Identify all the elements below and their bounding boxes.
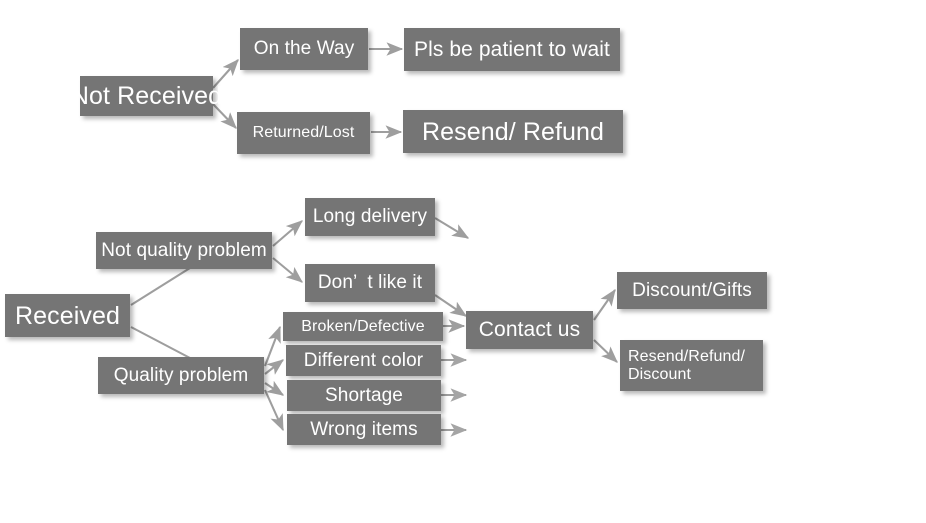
edge-longdelivery-out: [434, 217, 470, 239]
node-wrong-items[interactable]: Wrong items: [287, 414, 441, 445]
node-on-the-way[interactable]: On the Way: [240, 28, 368, 70]
node-dont-like-it[interactable]: Don’ t like it: [305, 264, 435, 302]
edge-contactus-resendrefunddiscount: [593, 339, 618, 363]
edge-received-quality: [130, 326, 191, 359]
edge-quality-wrongitems: [264, 389, 284, 432]
node-broken-defective[interactable]: Broken/Defective: [283, 312, 443, 341]
edge-notquality-longdelivery: [272, 220, 303, 247]
node-resend-refund-discount[interactable]: Resend/Refund/ Discount: [620, 340, 763, 391]
edge-quality-broken: [264, 325, 281, 367]
node-returned-lost[interactable]: Returned/Lost: [237, 112, 370, 154]
node-different-color[interactable]: Different color: [286, 345, 441, 376]
node-resend-refund[interactable]: Resend/ Refund: [403, 110, 623, 153]
node-not-quality-problem[interactable]: Not quality problem: [96, 232, 272, 269]
edge-quality-shortage: [264, 380, 285, 396]
node-quality-problem[interactable]: Quality problem: [98, 357, 264, 394]
node-pls-be-patient-to-wait[interactable]: Pls be patient to wait: [404, 28, 620, 71]
node-not-received[interactable]: Not Received: [71, 76, 222, 116]
node-received[interactable]: Received: [5, 294, 130, 337]
edge-received-notquality: [130, 267, 191, 306]
edge-notquality-dontlike: [272, 257, 303, 283]
node-long-delivery[interactable]: Long delivery: [305, 198, 435, 236]
edge-quality-differentcolor: [264, 359, 284, 375]
edge-contactus-discountgifts: [593, 288, 616, 321]
node-contact-us[interactable]: Contact us: [466, 311, 593, 349]
node-discount-gifts[interactable]: Discount/Gifts: [617, 272, 767, 309]
node-shortage[interactable]: Shortage: [287, 380, 441, 411]
